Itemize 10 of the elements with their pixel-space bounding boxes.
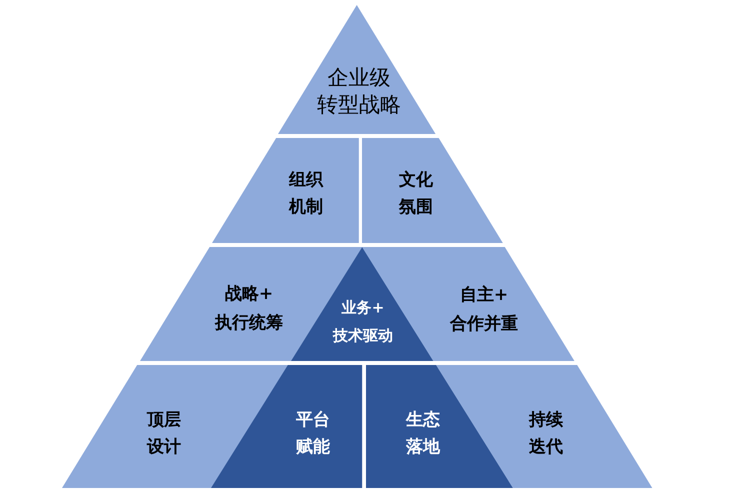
segment-label: 文化氛围	[399, 168, 433, 219]
segment-label: 战略+执行统筹	[214, 283, 283, 335]
segment-label: 平台赋能	[296, 408, 330, 459]
segment-label: 自主+合作并重	[450, 284, 518, 336]
segment-label: 持续迭代	[529, 408, 563, 459]
segment-label: 生态落地	[406, 408, 440, 459]
segment-label: 组织机制	[288, 168, 323, 219]
segment-label: 业务+技术驱动	[333, 297, 393, 346]
segment-label: 顶层设计	[146, 408, 181, 459]
segment-label: 企业级转型战略	[316, 64, 401, 119]
